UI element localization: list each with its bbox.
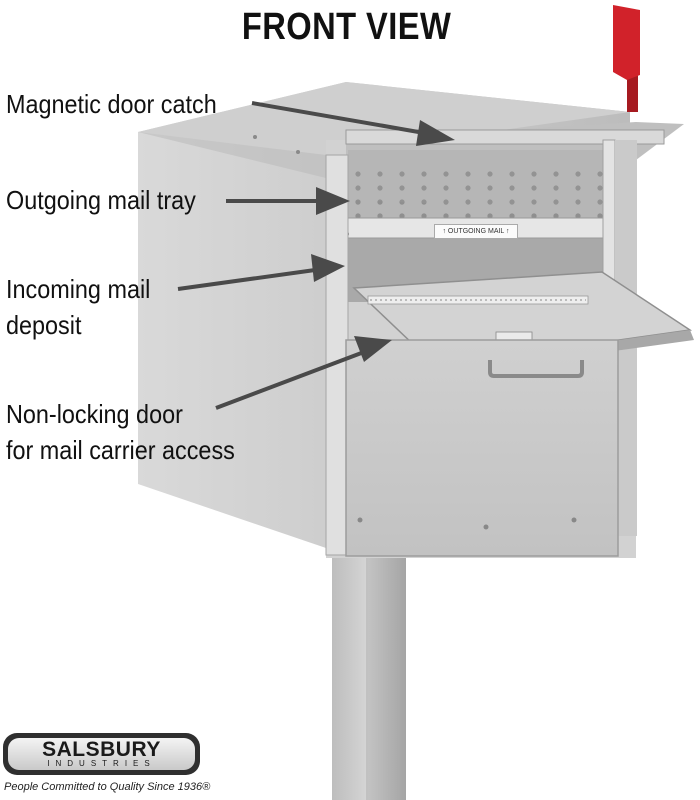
mailbox-side	[138, 82, 630, 548]
salsbury-logo: SALSBURY INDUSTRIES	[3, 733, 200, 775]
callout-outgoing-tray: Outgoing mail tray	[6, 185, 196, 215]
logo-name: SALSBURY	[42, 737, 161, 761]
arrow-carrier-door	[215, 336, 392, 410]
flag	[613, 5, 640, 112]
outgoing-mail-tray-label: ↑ OUTGOING MAIL ↑	[434, 224, 518, 239]
logo-subtitle: INDUSTRIES	[47, 758, 156, 768]
callout-door-catch: Magnetic door catch	[6, 89, 217, 119]
arrow-door-catch	[251, 101, 455, 146]
arrow-incoming-deposit	[177, 254, 345, 291]
logo-badge: SALSBURY INDUSTRIES	[8, 738, 195, 770]
callout-arrows	[177, 101, 455, 410]
post	[332, 540, 406, 800]
carrier-access-door	[345, 339, 619, 557]
logo-tagline: People Committed to Quality Since 1936®	[4, 781, 211, 793]
arrow-outgoing-tray	[226, 187, 350, 215]
callout-carrier-door: Non-locking door for mail carrier access	[6, 399, 235, 465]
callout-incoming-deposit: Incoming mail deposit	[6, 274, 151, 340]
page-title: FRONT VIEW	[241, 6, 452, 48]
